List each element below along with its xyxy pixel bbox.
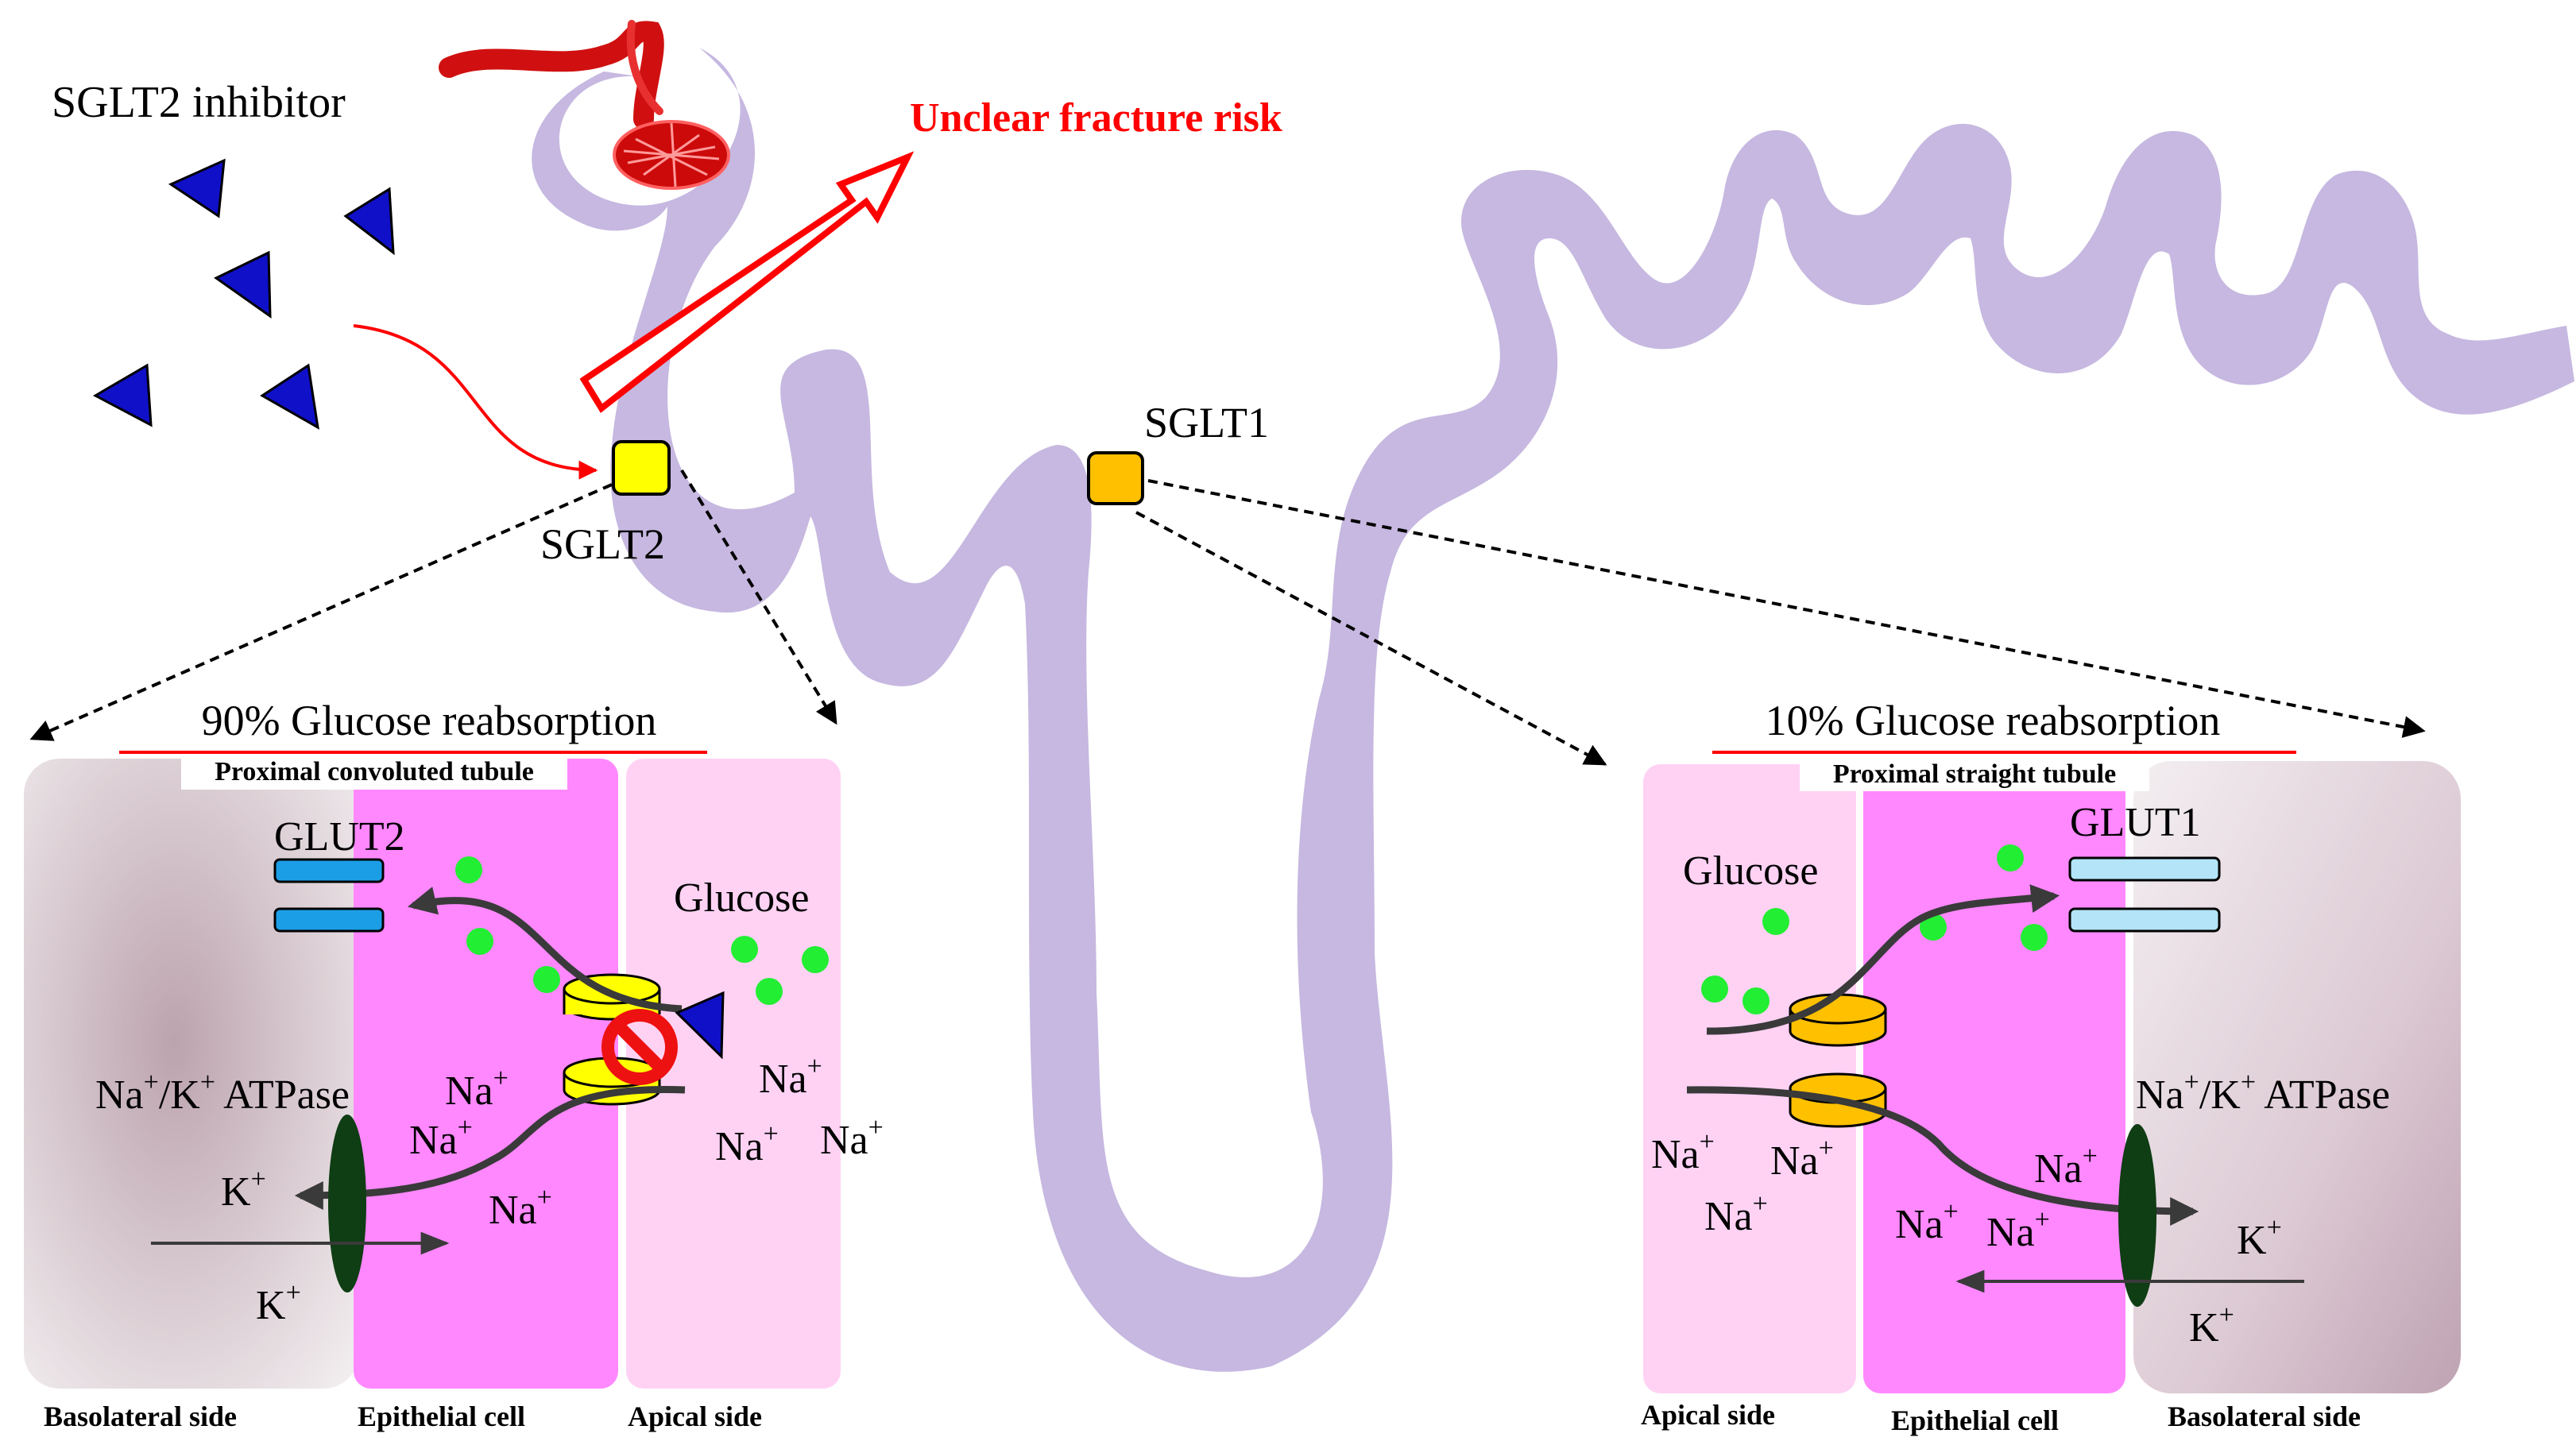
glut2-channel-top bbox=[273, 858, 385, 883]
glucose-dot bbox=[756, 978, 783, 1005]
sodium-transport-path bbox=[1686, 1086, 2199, 1226]
connector-sglt1-left bbox=[1135, 511, 1607, 766]
glucose-dot bbox=[455, 856, 482, 883]
inhibitor-triangle bbox=[214, 250, 272, 319]
na-ion: Na+ bbox=[820, 1113, 884, 1163]
inhibitor-molecules bbox=[92, 158, 395, 430]
right-panel-subheader: Proximal straight tubule bbox=[1833, 759, 2116, 789]
na-ion: Na+ bbox=[759, 1052, 822, 1102]
na-ion: Na+ bbox=[489, 1183, 552, 1233]
na-ion: Na+ bbox=[2034, 1142, 2098, 1192]
glucose-dot bbox=[2021, 924, 2048, 951]
inhibitor-label: SGLT2 inhibitor bbox=[52, 78, 346, 127]
fracture-label: Unclear fracture risk bbox=[910, 95, 1282, 141]
tubule-body bbox=[532, 48, 2574, 1372]
na-ion: Na+ bbox=[445, 1064, 509, 1114]
right-subheader-box bbox=[1800, 756, 2149, 791]
na-ion: Na+ bbox=[409, 1113, 473, 1163]
inhibitor-arrow bbox=[353, 324, 598, 480]
right-atpase-pump bbox=[2118, 1124, 2156, 1307]
glucose-dot bbox=[802, 946, 829, 973]
left-side-label-apical: Apical side bbox=[628, 1401, 762, 1432]
glut2-label: GLUT2 bbox=[274, 814, 405, 860]
sglt1-transporter bbox=[1789, 993, 1887, 1128]
na-ion: Na+ bbox=[715, 1119, 779, 1169]
left-apical-region bbox=[626, 759, 841, 1389]
left-ion-labels: Na+ Na+ Na+ Na+ Na+ Na+ K+ K+ bbox=[221, 1052, 884, 1328]
inhibitor-triangle bbox=[168, 158, 226, 218]
k-ion: K+ bbox=[221, 1165, 266, 1215]
right-panel: 10% Glucose reabsorption Proximal straig… bbox=[1641, 697, 2461, 1436]
right-apical-region bbox=[1643, 764, 1856, 1393]
na-ion: Na+ bbox=[1895, 1197, 1959, 1247]
right-glucose-dots bbox=[1701, 844, 2048, 1014]
right-glucose-label: Glucose bbox=[1683, 848, 1818, 894]
left-side-label-epithelial: Epithelial cell bbox=[358, 1401, 525, 1432]
glucose-dot bbox=[1742, 987, 1770, 1014]
glucose-dot bbox=[1762, 908, 1789, 935]
afferent-vessel bbox=[439, 21, 664, 129]
left-panel: 90% Glucose reabsorption Proximal convol… bbox=[24, 697, 884, 1432]
inhibitor-triangle bbox=[92, 363, 153, 427]
glucose-dot bbox=[533, 966, 560, 993]
glut2-channel-bottom bbox=[273, 907, 385, 933]
fracture-arrow bbox=[579, 151, 915, 413]
na-ion: Na+ bbox=[1651, 1127, 1715, 1177]
sglt2-marker bbox=[612, 440, 671, 496]
sodium-transport-path bbox=[294, 1085, 686, 1210]
left-panel-header: 90% Glucose reabsorption bbox=[202, 697, 657, 744]
glut1-label: GLUT1 bbox=[2070, 800, 2201, 845]
right-side-label-apical: Apical side bbox=[1641, 1399, 1775, 1431]
k-ion: K+ bbox=[2189, 1300, 2234, 1350]
connector-sglt1-right bbox=[1147, 479, 2426, 738]
na-ion: Na+ bbox=[1770, 1134, 1834, 1184]
glucose-transport-path bbox=[1706, 884, 2060, 1035]
connector-lines bbox=[29, 469, 2426, 766]
na-ion: Na+ bbox=[1704, 1189, 1768, 1239]
glut1-channel-bottom bbox=[2068, 907, 2221, 933]
left-epithelial-region bbox=[354, 759, 618, 1389]
nephron-tubule bbox=[439, 20, 2574, 1372]
connector-sglt2-left bbox=[29, 483, 613, 741]
glucose-dot bbox=[731, 936, 758, 963]
left-atpase-pump bbox=[328, 1115, 366, 1292]
glucose-dot bbox=[1920, 914, 1947, 941]
left-glucose-label: Glucose bbox=[674, 875, 809, 921]
glomerulus-mesh bbox=[623, 122, 720, 187]
sglt1-marker bbox=[1087, 451, 1144, 505]
left-glucose-dots bbox=[455, 856, 829, 1005]
sglt2-label: SGLT2 bbox=[540, 520, 665, 568]
efferent-vessel bbox=[626, 20, 663, 115]
k-ion: K+ bbox=[2237, 1213, 2282, 1263]
na-ion: Na+ bbox=[1986, 1205, 2050, 1255]
left-atpase-label: Na+/K+ ATPase bbox=[95, 1068, 350, 1118]
right-ion-labels: Na+ Na+ Na+ Na+ Na+ Na+ K+ K+ bbox=[1651, 1127, 2282, 1350]
right-panel-header: 10% Glucose reabsorption bbox=[1766, 697, 2221, 744]
glucose-dot bbox=[1997, 844, 2024, 871]
left-subheader-box bbox=[181, 755, 567, 790]
right-side-label-basolateral: Basolateral side bbox=[2168, 1401, 2361, 1432]
connector-sglt2-right bbox=[680, 469, 837, 725]
right-atpase-label: Na+/K+ ATPase bbox=[2136, 1068, 2390, 1118]
block-icon bbox=[601, 1009, 678, 1085]
glut1-channel-top bbox=[2068, 856, 2221, 882]
sglt1-label: SGLT1 bbox=[1144, 399, 1269, 446]
glucose-transport-path bbox=[407, 887, 683, 1013]
inhibitor-triangle bbox=[343, 187, 395, 256]
inhibitor-triangle bbox=[260, 363, 319, 430]
glucose-dot bbox=[1701, 976, 1728, 1003]
left-side-label-basolateral: Basolateral side bbox=[44, 1401, 237, 1432]
k-ion: K+ bbox=[256, 1278, 301, 1328]
glucose-dot bbox=[466, 928, 493, 955]
bound-inhibitor-icon bbox=[675, 991, 725, 1060]
right-side-label-epithelial: Epithelial cell bbox=[1891, 1404, 2059, 1436]
left-panel-subheader: Proximal convoluted tubule bbox=[215, 757, 534, 786]
